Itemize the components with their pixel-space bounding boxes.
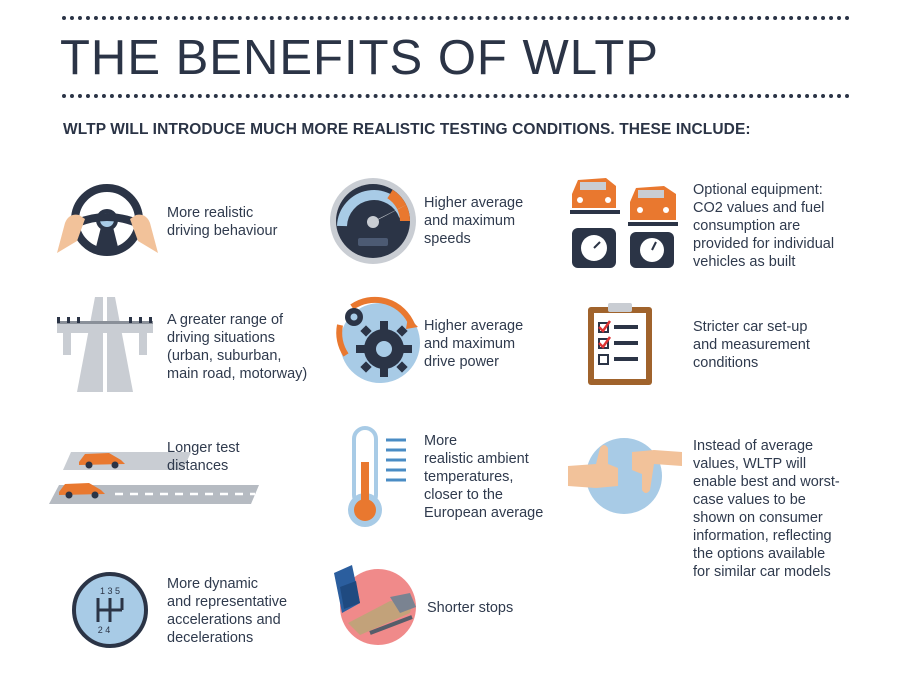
top-dotted-divider	[62, 16, 850, 20]
benefit-label-distance: Longer test distances	[167, 440, 240, 474]
page-subtitle: WLTP WILL INTRODUCE MUCH MORE REALISTIC …	[63, 121, 751, 138]
clipboard-checklist-icon	[586, 303, 656, 387]
gears-icon	[332, 295, 422, 385]
pedal-foot-icon	[330, 563, 420, 648]
cars-on-road-icon	[45, 440, 265, 510]
benefit-label-thermometer: More realistic ambient temperatures, clo…	[424, 433, 544, 521]
car-scales-icon	[566, 172, 684, 272]
benefit-label-checklist: Stricter car set-up and measurement cond…	[693, 319, 810, 371]
benefit-label-speedometer: Higher average and maximum speeds	[424, 195, 524, 247]
speedometer-icon	[328, 176, 418, 266]
gearshift-knob-icon: 1 3 5 2 4	[70, 570, 150, 650]
benefit-label-values: Instead of average values, WLTP will ena…	[693, 438, 840, 580]
steering-wheel-icon	[55, 183, 160, 258]
benefit-label-equipment: Optional equipment: CO2 values and fuel …	[693, 182, 835, 270]
road-bridge-icon	[55, 297, 155, 392]
benefit-label-steering: More realistic driving behaviour	[167, 205, 278, 239]
gearshift-top-numbers: 1 3 5	[100, 586, 120, 596]
benefit-label-road: A greater range of driving situations (u…	[167, 312, 308, 382]
benefit-label-gearshift: More dynamic and representative accelera…	[167, 576, 288, 646]
bottom-dotted-divider	[62, 94, 850, 98]
gearshift-bottom-numbers: 2 4	[98, 625, 111, 635]
thermometer-icon	[342, 426, 412, 530]
page-title: THE BENEFITS OF WLTP	[60, 31, 659, 85]
benefit-label-stops: Shorter stops	[427, 600, 514, 616]
benefit-label-gears: Higher average and maximum drive power	[424, 318, 524, 370]
thumbs-up-down-icon	[566, 434, 684, 518]
